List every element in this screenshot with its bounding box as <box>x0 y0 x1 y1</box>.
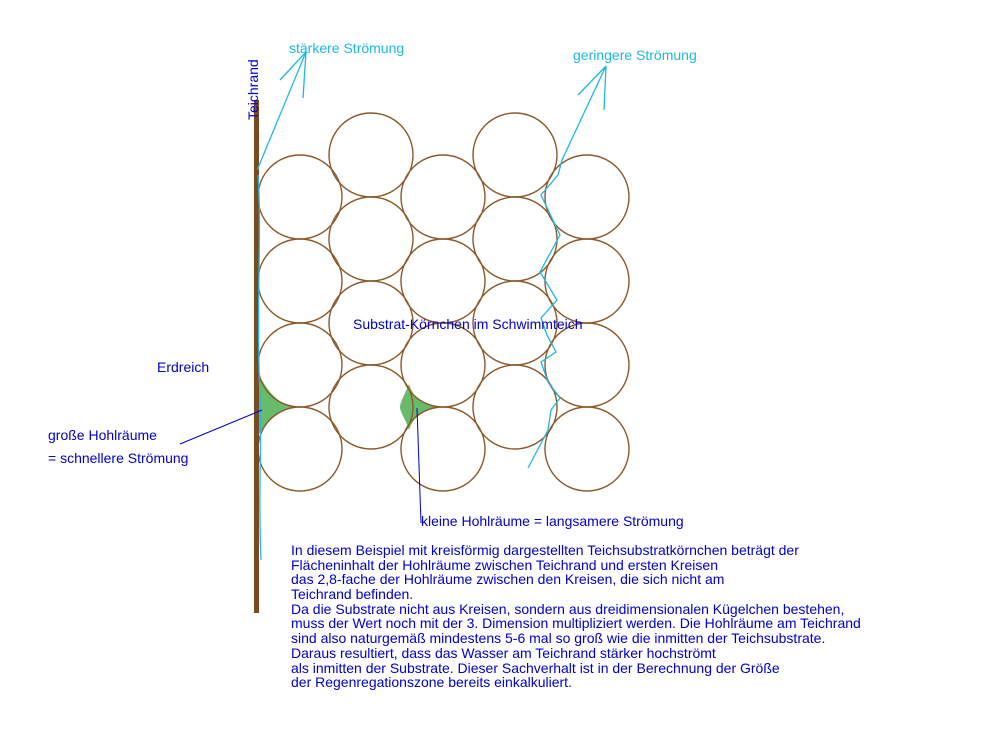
strong-flow-label: stärkere Strömung <box>289 40 404 56</box>
substrate-circle <box>257 322 343 408</box>
faster-flow-label: = schnellere Strömung <box>48 450 188 466</box>
description-line: Da die Substrate nicht aus Kreisen, sond… <box>291 600 845 617</box>
small-voids-label: kleine Hohlräume = langsamere Strömung <box>421 513 684 529</box>
large-voids-label: große Hohlräume <box>48 427 157 443</box>
substrate-circle <box>257 154 343 240</box>
substrate-circle <box>257 406 343 492</box>
description-line: muss der Wert noch mit der 3. Dimension … <box>291 615 861 632</box>
substrate-circle <box>472 196 558 282</box>
description-line: der Regenregationszone bereits einkalkul… <box>291 674 572 691</box>
substrate-circle <box>400 238 486 324</box>
large-voids-pointer <box>179 409 263 445</box>
wall-label: Teichrand <box>245 59 261 120</box>
substrate-circle <box>544 238 630 324</box>
weak-flow-line <box>527 65 607 469</box>
description-line: das 2,8-fache der Hohlräume zwischen den… <box>291 571 725 588</box>
small-voids-pointer <box>416 407 422 524</box>
small-void-cavity <box>400 384 441 430</box>
description-line: sind also naturgemäß mindestens 5-6 mal … <box>291 630 826 647</box>
description-line: Daraus resultiert, dass das Wasser am Te… <box>291 644 716 661</box>
large-void-cavity <box>259 375 296 434</box>
substrate-circle <box>544 406 630 492</box>
substrate-circle <box>472 112 558 198</box>
description-line: In diesem Beispiel mit kreisförmig darge… <box>291 542 799 558</box>
description-line: Flächeninhalt der Hohlräume zwischen Tei… <box>291 556 718 573</box>
substrate-circle <box>544 154 630 240</box>
substrate-circle <box>472 364 558 450</box>
soil-label: Erdreich <box>157 359 209 375</box>
description-line: Teichrand befinden. <box>291 586 414 603</box>
substrate-circle <box>400 154 486 240</box>
substrate-label: Substrat-Körnchen im Schwimmteich <box>353 316 583 332</box>
substrate-circle <box>257 238 343 324</box>
wall-flow-line <box>257 174 262 561</box>
substrate-circle <box>400 406 486 492</box>
cavities <box>259 375 441 434</box>
description-paragraph: In diesem Beispiel mit kreisförmig darge… <box>291 543 971 690</box>
weak-flow-label: geringere Strömung <box>573 47 697 63</box>
description-line: als inmitten der Substrate. Dieser Sachv… <box>291 659 780 676</box>
pointer-lines <box>179 407 422 524</box>
substrate-circle <box>400 322 486 408</box>
substrate-circle <box>328 364 414 450</box>
flow-lines <box>257 51 607 561</box>
substrate-circle <box>328 112 414 198</box>
pond-wall <box>254 100 259 613</box>
substrate-circle <box>328 196 414 282</box>
strong-flow-arrow <box>257 51 307 170</box>
substrate-circles <box>257 112 630 492</box>
